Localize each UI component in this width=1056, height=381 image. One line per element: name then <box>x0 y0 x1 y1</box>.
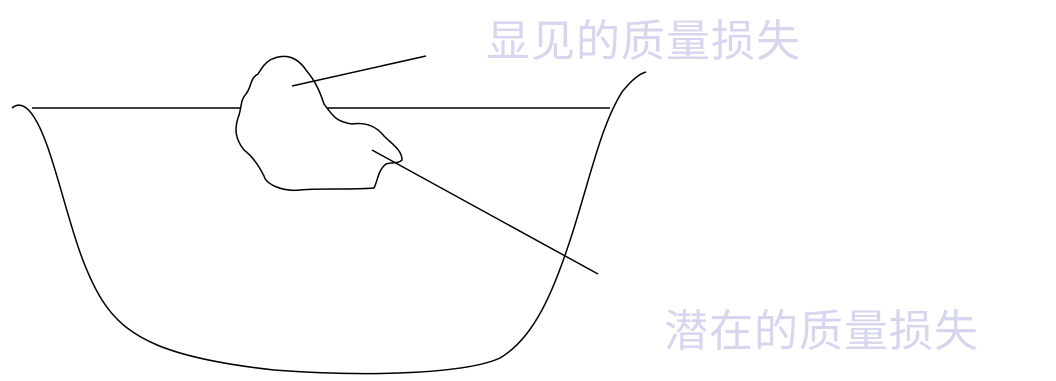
visible-quality-loss-label: 显见的质量损失 <box>486 16 801 67</box>
leader-line-hidden <box>371 149 599 275</box>
hidden-quality-loss-label: 潜在的质量损失 <box>664 306 979 357</box>
leader-line-visible <box>291 55 427 87</box>
iceberg-shape <box>235 55 403 192</box>
basin-outline <box>11 71 647 375</box>
